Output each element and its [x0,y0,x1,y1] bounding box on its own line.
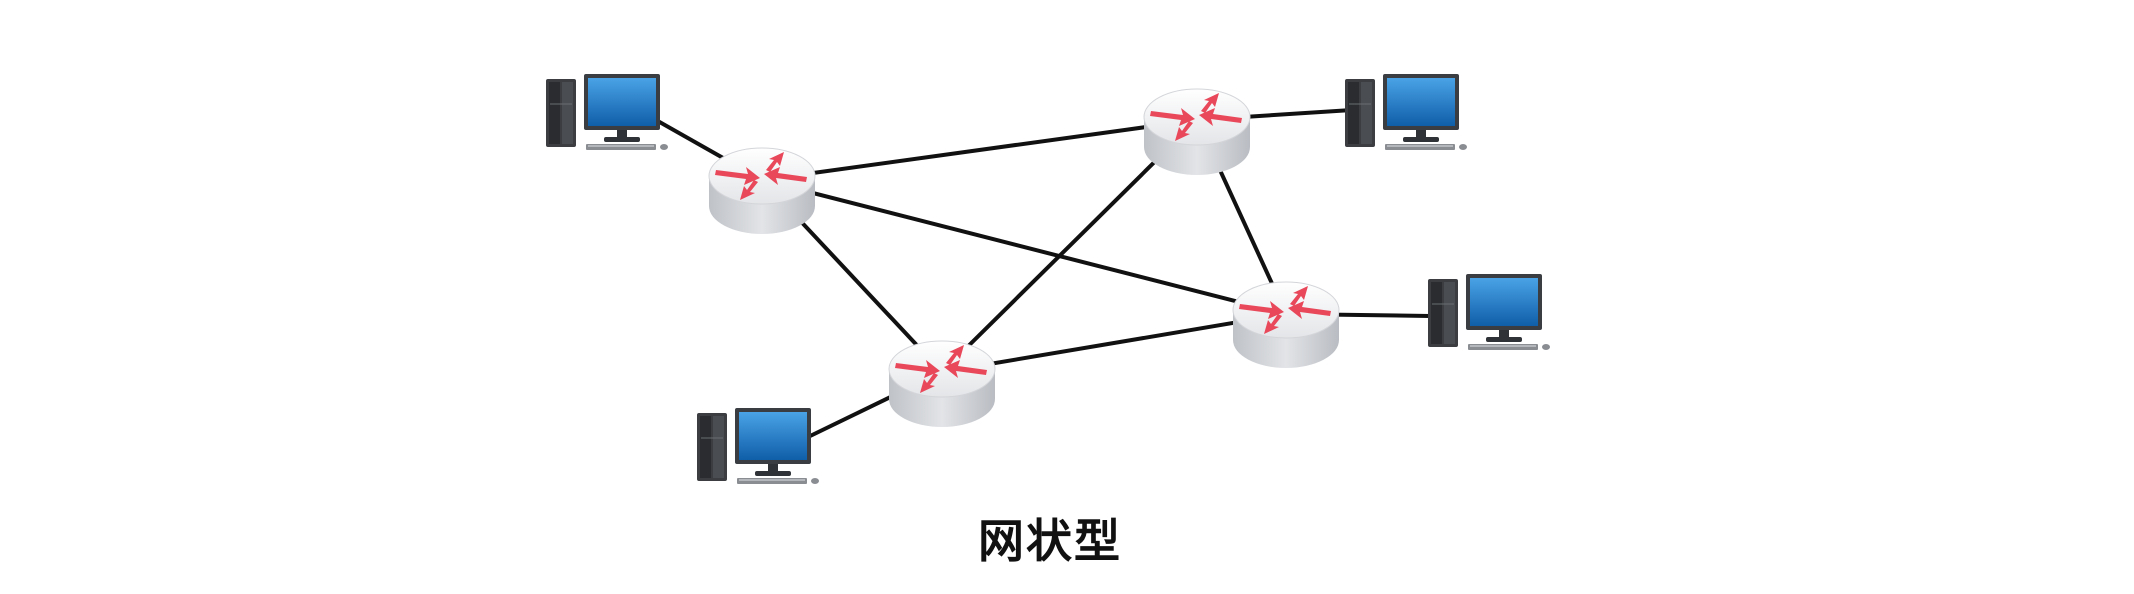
desktop-computer-icon [546,74,668,150]
link-router-1-router-4 [761,178,1287,316]
link-router-1-router-2 [761,118,1198,182]
link-router-3-router-4 [941,312,1287,374]
router-icon [1232,281,1340,368]
router-icon [888,340,996,427]
desktop-computer-icon [1428,274,1550,350]
router-icon [708,147,816,234]
desktop-computer-icon [1345,74,1467,150]
desktop-computer-icon [697,408,819,484]
diagram-caption: 网状型 [978,514,1122,568]
nodes-layer [546,74,1550,484]
router-icon [1143,88,1251,175]
